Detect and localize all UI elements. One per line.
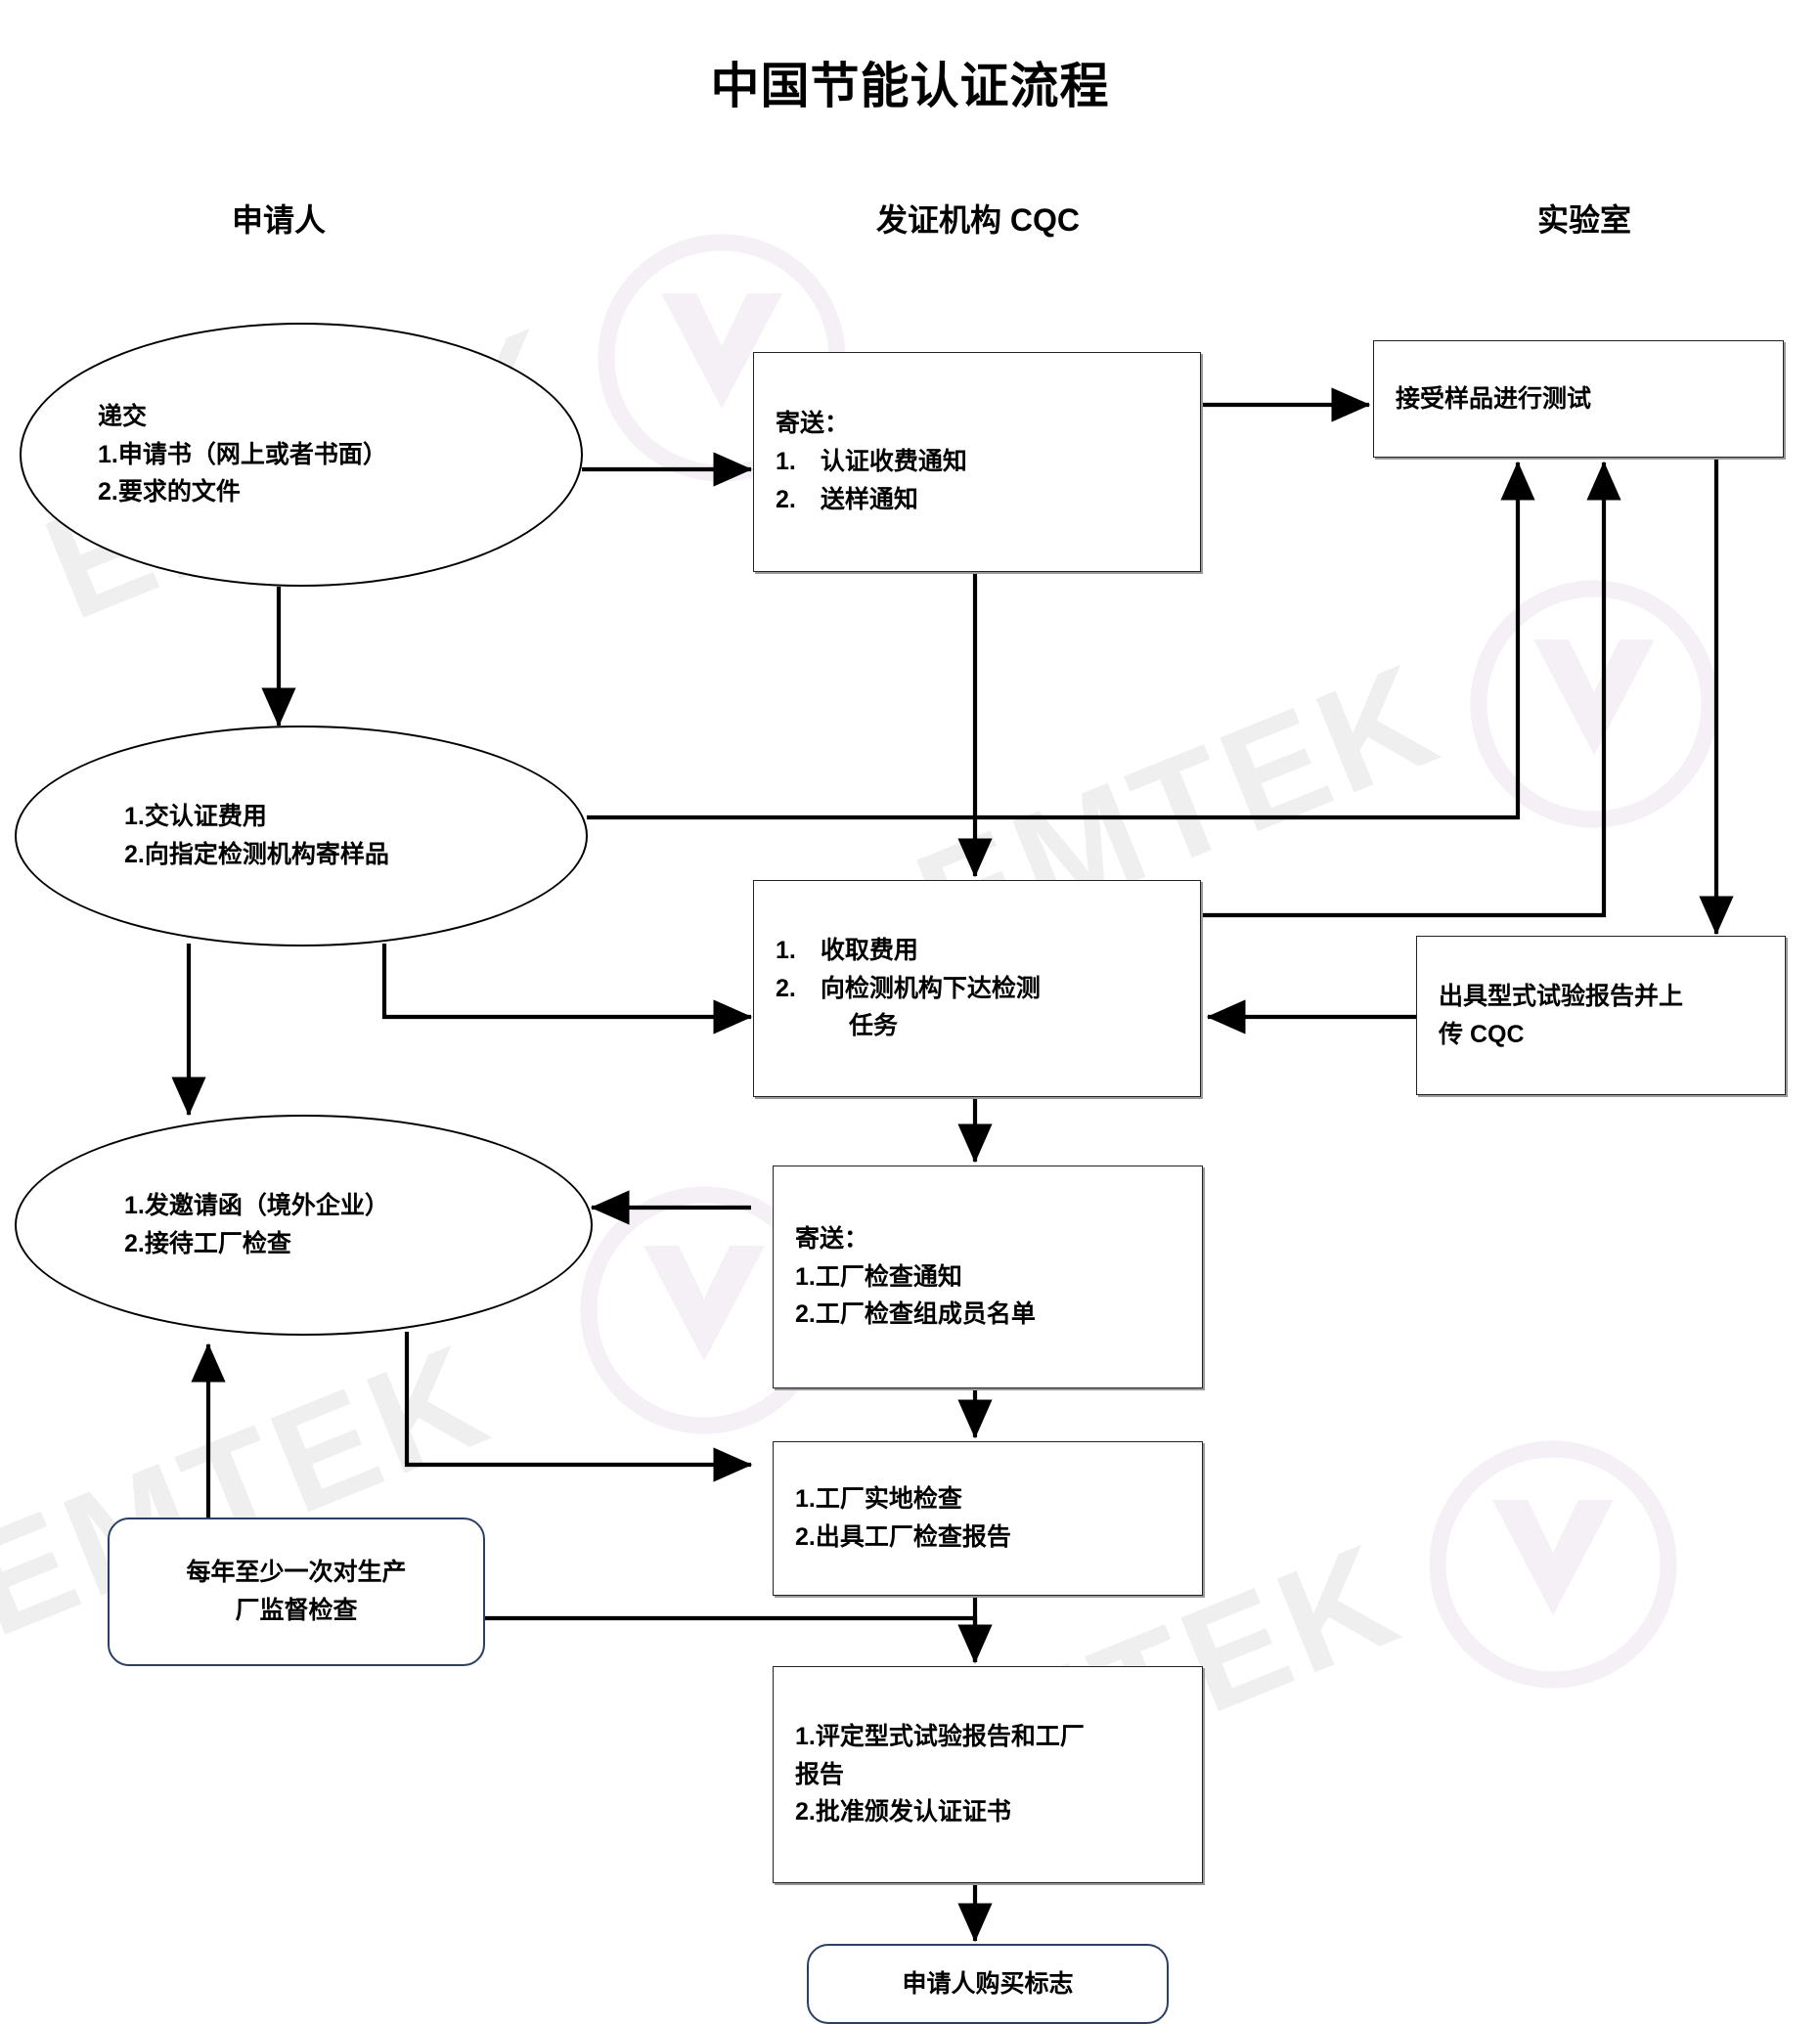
node-line: 寄送：	[795, 1224, 869, 1253]
page-title: 中国节能认证流程	[710, 59, 1110, 113]
column-header-applicant: 申请人	[231, 202, 326, 238]
edge-invite-to-factory	[404, 1332, 753, 1482]
node-line: 2.接待工厂检查	[124, 1230, 291, 1257]
node-line: 2.工厂检查组成员名单	[795, 1300, 1036, 1329]
column-header-lab: 实验室	[1536, 202, 1631, 238]
node-line: 厂监督检查	[235, 1597, 358, 1624]
node-lab-receive-sample[interactable]: 接受样品进行测试	[1373, 340, 1784, 458]
node-annual-supervision[interactable]: 每年至少一次对生产 厂监督检查	[108, 1518, 485, 1666]
node-line: 报告	[795, 1760, 845, 1788]
node-line: 出具型式试验报告并上	[1439, 982, 1684, 1010]
node-line: 传 CQC	[1439, 1020, 1525, 1048]
node-line: 递交	[98, 402, 148, 430]
node-line: 申请人购买标志	[902, 1969, 1074, 1998]
node-line: 1.申请书（网上或者书面）	[98, 440, 387, 468]
node-submit-application[interactable]: 递交 1.申请书（网上或者书面） 2.要求的文件	[20, 323, 583, 587]
column-header-cqc: 发证机构 CQC	[875, 202, 1080, 238]
node-factory-inspection[interactable]: 1.工厂实地检查 2.出具工厂检查报告	[773, 1441, 1203, 1596]
node-line: 2.出具工厂检查报告	[795, 1523, 1011, 1551]
node-cqc-collect-fee[interactable]: 1. 收取费用 2. 向检测机构下达检测 任务	[753, 880, 1201, 1097]
edge-pay-to-lab	[587, 461, 1535, 820]
node-line: 1.工厂实地检查	[795, 1485, 962, 1514]
node-line: 任务	[776, 1012, 899, 1040]
node-line: 2. 送样通知	[776, 485, 918, 513]
edge-collect-fee-to-lab	[1201, 461, 1621, 918]
node-lab-issue-report[interactable]: 出具型式试验报告并上 传 CQC	[1416, 936, 1786, 1095]
node-line: 每年至少一次对生产	[186, 1559, 407, 1587]
node-line: 寄送：	[776, 410, 850, 438]
node-line: 1.评定型式试验报告和工厂	[795, 1722, 1085, 1750]
node-line: 2. 向检测机构下达检测	[776, 974, 1041, 1002]
node-invite-and-host[interactable]: 1.发邀请函（境外企业） 2.接待工厂检查	[15, 1115, 593, 1336]
node-line: 2.要求的文件	[98, 478, 241, 506]
node-line: 1.交认证费用	[124, 803, 267, 831]
node-cqc-send-notices[interactable]: 寄送： 1. 认证收费通知 2. 送样通知	[753, 352, 1201, 572]
node-line: 接受样品进行测试	[1396, 384, 1592, 413]
node-line: 1.工厂检查通知	[795, 1262, 962, 1291]
node-line: 1. 收取费用	[776, 936, 918, 964]
edge-pay-to-collect-fee	[381, 944, 753, 1034]
node-cqc-send-inspection[interactable]: 寄送： 1.工厂检查通知 2.工厂检查组成员名单	[773, 1166, 1203, 1388]
node-evaluate-and-issue[interactable]: 1.评定型式试验报告和工厂 报告 2.批准颁发认证证书	[773, 1666, 1203, 1883]
node-line: 1. 认证收费通知	[776, 448, 967, 476]
node-pay-and-send-sample[interactable]: 1.交认证费用 2.向指定检测机构寄样品	[15, 726, 588, 946]
node-buy-mark[interactable]: 申请人购买标志	[807, 1944, 1169, 2024]
node-line: 1.发邀请函（境外企业）	[124, 1192, 389, 1220]
node-line: 2.向指定检测机构寄样品	[124, 841, 389, 868]
edge-supervision-to-evaluate	[482, 1615, 993, 1664]
node-line: 2.批准颁发认证证书	[795, 1798, 1011, 1826]
